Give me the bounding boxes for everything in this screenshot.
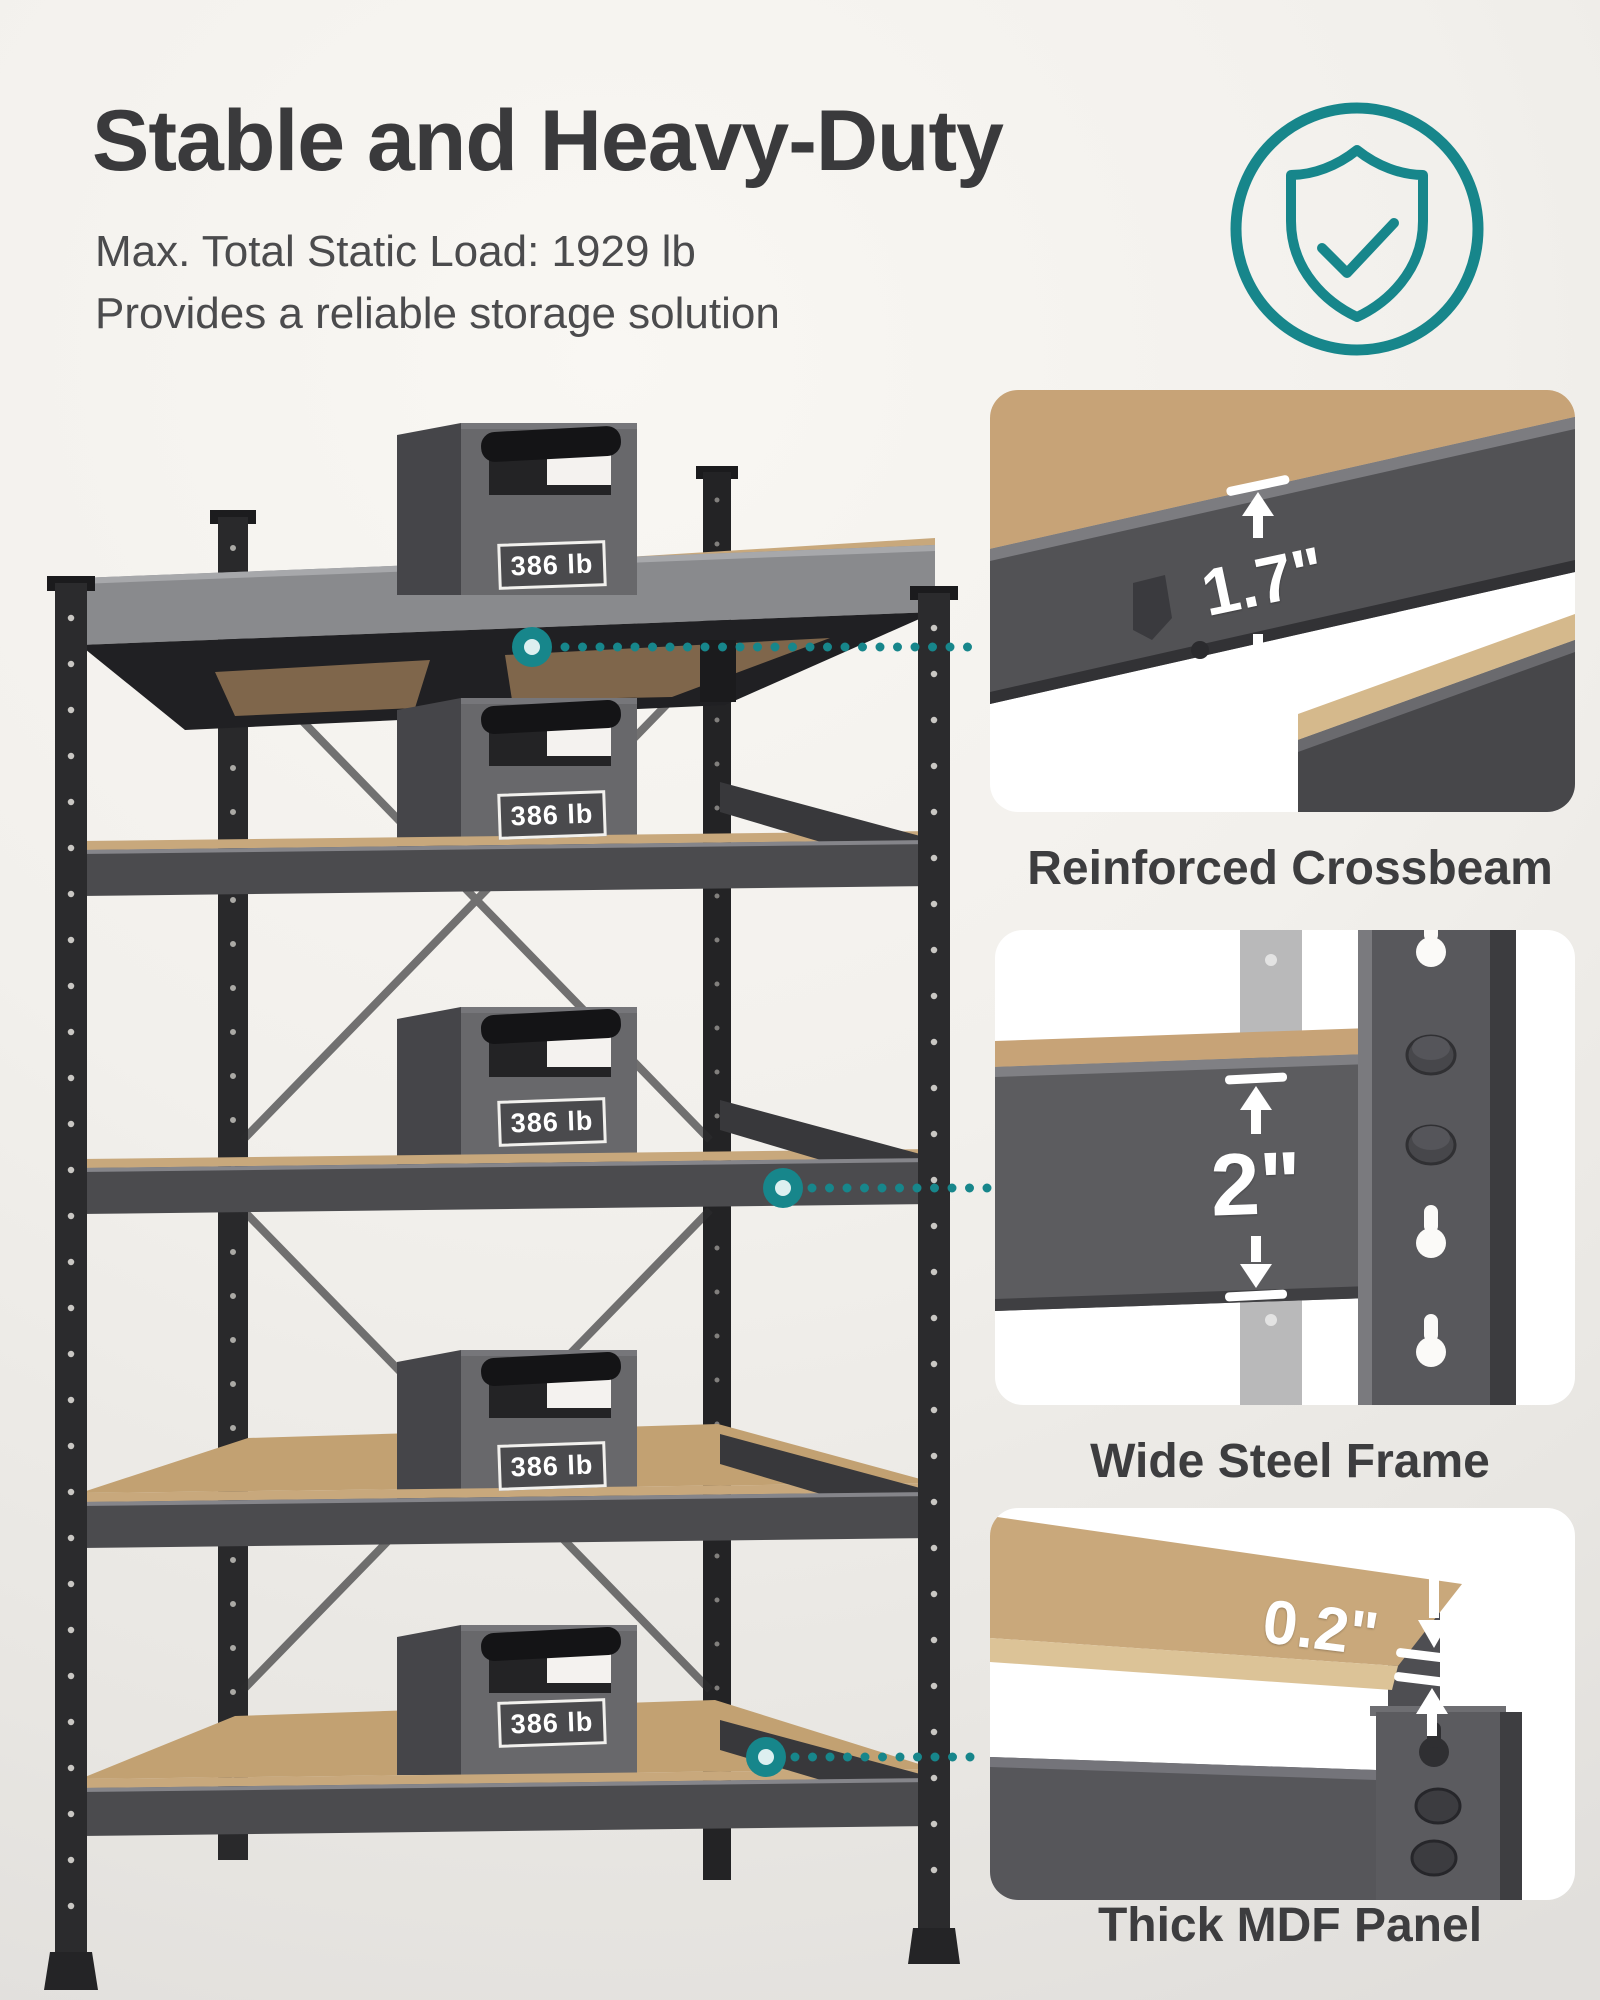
shelf-tier-3 — [80, 1100, 935, 1214]
shelf-tier-4 — [80, 1434, 935, 1548]
callout-label-mdf-panel: Thick MDF Panel — [1097, 1899, 1483, 1952]
callout-card-mdf-panel — [990, 1508, 1575, 1900]
shelf-tier-5 — [80, 1720, 935, 1836]
shelf-tier-2 — [80, 782, 935, 896]
weight-value: 386 lb — [510, 548, 594, 581]
weight-plate-label-5: 386 lb — [497, 1698, 607, 1748]
callout-card-crossbeam — [990, 390, 1575, 812]
front-left-post — [44, 576, 98, 1990]
shelf-unit-illustration — [44, 423, 960, 1990]
weight-value: 386 lb — [510, 798, 594, 831]
callout-label-steel-frame: Wide Steel Frame — [1090, 1435, 1490, 1488]
weight-block-3 — [397, 1007, 637, 1165]
weight-value: 386 lb — [510, 1449, 594, 1482]
subtitle-load: Max. Total Static Load: 1929 lb — [95, 227, 696, 276]
callout-card-steel-frame — [995, 930, 1575, 1405]
front-right-post — [908, 586, 960, 1964]
weight-plate-label-3: 386 lb — [497, 1097, 607, 1147]
weight-plate-label-4: 386 lb — [497, 1441, 607, 1491]
callout-connector-1 — [512, 627, 990, 667]
dimension-text-steel-frame: 2" — [1208, 1132, 1304, 1235]
rivet-buttons — [1405, 1034, 1457, 1166]
callout-connector-3 — [746, 1737, 991, 1777]
weight-plate-label-1: 386 lb — [497, 540, 607, 590]
dimension-annotation-2 — [1225, 1072, 1288, 1302]
weight-block-2 — [397, 698, 637, 848]
callout-connector-2 — [763, 1168, 993, 1208]
callout-label-crossbeam: Reinforced Crossbeam — [1027, 842, 1553, 895]
subtitle-solution: Provides a reliable storage solution — [95, 289, 780, 338]
weight-value: 386 lb — [510, 1105, 594, 1138]
weight-plate-label-2: 386 lb — [497, 790, 607, 840]
page-title: Stable and Heavy-Duty — [92, 93, 1004, 189]
weight-block-1 — [397, 423, 637, 595]
shield-check-icon — [1230, 102, 1484, 356]
shelf-tier-1 — [80, 538, 935, 730]
dimension-annotation-1 — [1226, 475, 1290, 689]
weight-value: 386 lb — [510, 1706, 594, 1739]
dimension-annotation-3 — [1394, 1560, 1468, 1736]
